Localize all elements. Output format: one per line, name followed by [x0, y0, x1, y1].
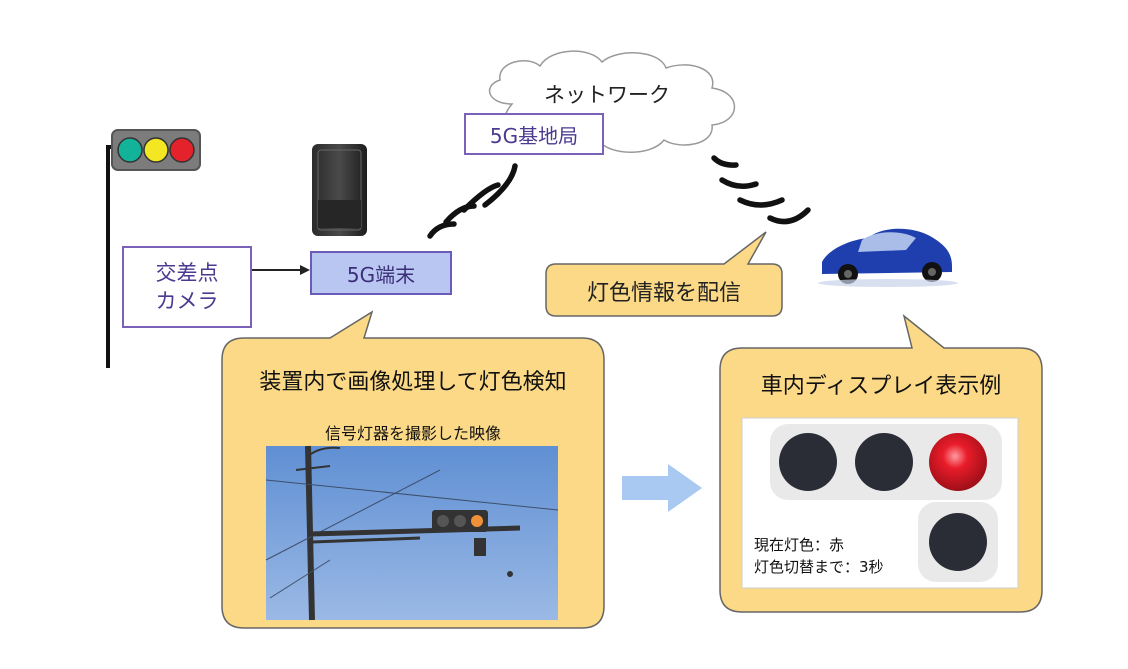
display-status-countdown: 灯色切替まで：3秒 [754, 558, 884, 576]
camera-to-terminal-arrow [252, 265, 310, 275]
display-callout-title: 車内ディスプレイ表示例 [760, 374, 1002, 399]
car-icon [818, 228, 958, 287]
photo-to-display-arrow [622, 464, 702, 512]
traffic-signal-photo [265, 445, 559, 621]
base-station-box: 5G基地局 [464, 113, 604, 155]
signal-green-lamp [117, 137, 143, 163]
display-lamp-red-active [929, 433, 987, 491]
signal-yellow-lamp [143, 137, 169, 163]
device-callout-title: 装置内で画像処理して灯色検知 [259, 370, 567, 395]
display-lamp-1 [779, 433, 837, 491]
signal-red-lamp [169, 137, 195, 163]
display-lamp-2 [855, 433, 913, 491]
delivery-callout-label: 灯色情報を配信 [586, 281, 741, 306]
radio-wave-icon-downlink [711, 155, 811, 225]
display-lamp-arrow [929, 513, 987, 571]
radio-wave-icon-uplink [427, 163, 518, 239]
display-status-current-color: 現在灯色：赤 [754, 536, 845, 554]
terminal-box: 5G端末 [310, 251, 452, 295]
terminal-device-icon [312, 144, 367, 236]
intersection-camera-box: 交差点 カメラ [122, 246, 252, 328]
photo-caption: 信号灯器を撮影した映像 [324, 424, 501, 443]
network-label: ネットワーク [544, 83, 670, 107]
delivery-callout-bubble [545, 231, 783, 317]
traffic-signal-icon [106, 129, 201, 368]
in-car-display-panel [741, 417, 1019, 589]
